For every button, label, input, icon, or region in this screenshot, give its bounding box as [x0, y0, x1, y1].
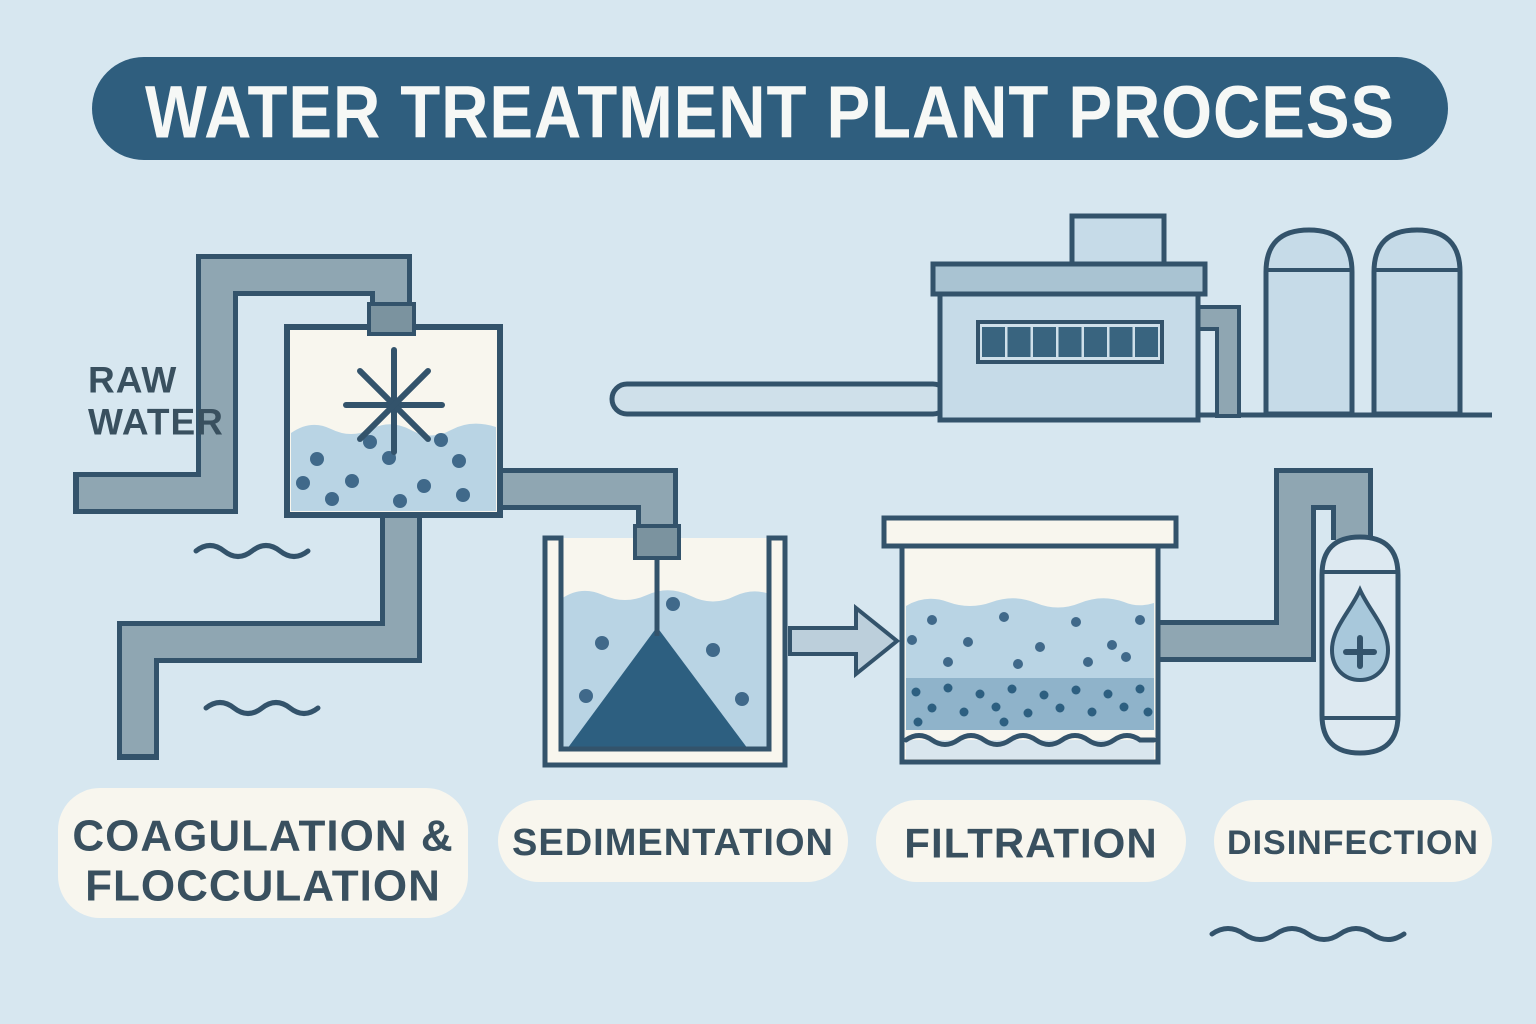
stage-card-filtration — [876, 800, 1186, 882]
raw-water-inlet-pipe — [73, 254, 412, 514]
stage-label-coagulation-line2: FLOCCULATION — [85, 862, 441, 911]
settling-particles — [579, 597, 749, 706]
sludge-cone — [567, 627, 748, 749]
raw-water-line1: RAW — [88, 360, 177, 401]
storage-tank — [1371, 227, 1463, 417]
flow-arrow-icon — [788, 603, 901, 679]
mixer-icon — [343, 347, 445, 455]
stage-card-sedimentation — [498, 800, 848, 882]
coagulation-to-sedimentation-pipe — [495, 468, 678, 538]
water-waves — [193, 543, 1407, 942]
filtration-to-disinfection-pipe — [1150, 468, 1373, 662]
stage-labels: COAGULATION & FLOCCULATION SEDIMENTATION… — [58, 788, 1492, 918]
filtration-water-layer — [906, 598, 1154, 678]
filter-media-layer — [906, 678, 1154, 730]
wave-icon — [203, 700, 321, 716]
title-banner-background — [92, 57, 1448, 160]
intake-channel — [609, 381, 951, 417]
sedimentation-tank — [542, 524, 788, 768]
disinfection-vessel — [1319, 534, 1401, 756]
stage-label-coagulation-line1: COAGULATION & — [72, 812, 453, 861]
stage-card-disinfection — [1214, 800, 1492, 882]
filter-wavy-line — [903, 733, 1157, 747]
filtration-tank — [881, 515, 1179, 765]
coagulation-tank — [284, 302, 503, 518]
building-roof — [930, 261, 1208, 297]
stage-label-filtration: FILTRATION — [904, 820, 1157, 867]
raw-water-label: RAW WATER — [88, 360, 224, 443]
storage-tank — [1263, 227, 1355, 417]
inlet-fitting — [367, 302, 416, 336]
sludge-drain-pipe — [117, 512, 422, 760]
raw-water-line2: WATER — [88, 402, 224, 443]
stage-label-disinfection: DISINFECTION — [1227, 824, 1479, 862]
sedimentation-walls — [542, 535, 788, 768]
storage-tanks — [1263, 227, 1463, 417]
stage-label-sedimentation: SEDIMENTATION — [512, 822, 834, 864]
page-title: WATER TREATMENT PLANT PROCESS — [145, 71, 1395, 154]
wave-icon — [193, 543, 311, 559]
building-outlet-pipe — [1192, 309, 1237, 414]
wave-icon — [1209, 926, 1407, 942]
treatment-building — [930, 213, 1241, 423]
building-tower — [1069, 213, 1167, 269]
title-banner: WATER TREATMENT PLANT PROCESS — [92, 57, 1448, 160]
window-panes — [982, 327, 1158, 357]
stage-card-coagulation — [58, 788, 468, 918]
filter-media-particles — [911, 683, 1153, 727]
sedimentation-inlet-fitting — [633, 524, 681, 560]
plus-icon — [1343, 635, 1377, 669]
filtration-rim — [881, 515, 1179, 549]
filtration-water-particles — [907, 612, 1145, 669]
